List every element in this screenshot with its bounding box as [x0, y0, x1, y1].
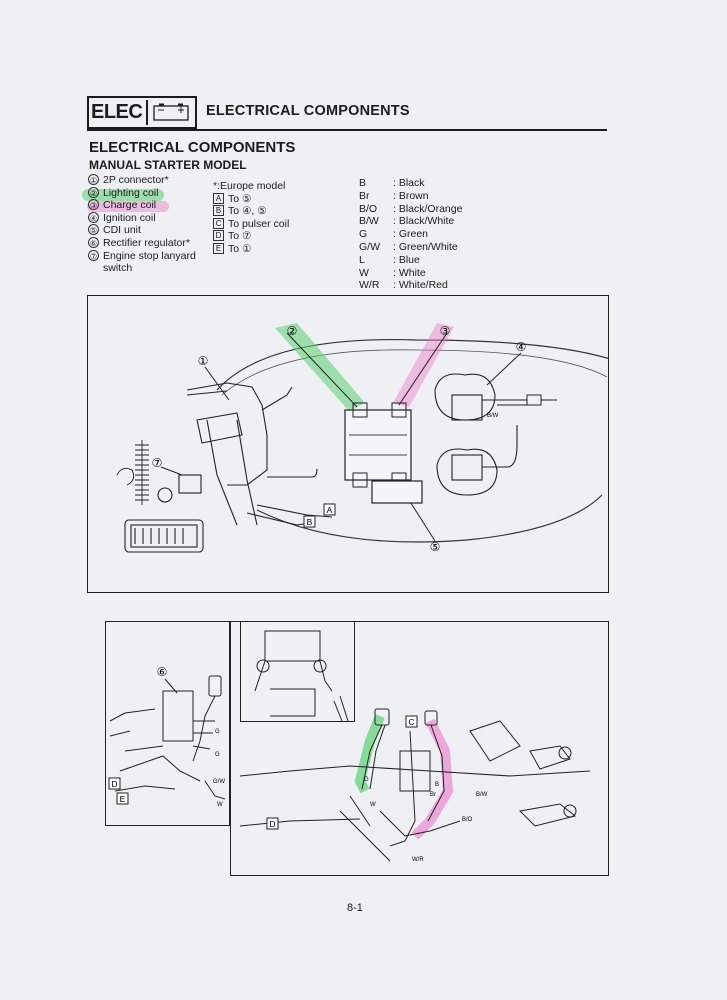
svg-text:E: E [120, 794, 126, 804]
inset-view-frame [240, 621, 355, 722]
top-diagram-frame [87, 295, 609, 593]
bottom-right-diagram-frame [230, 621, 609, 876]
top-wiring-diagram: A B ① ② ③ ④ ⑤ ⑦ B/W [116, 323, 609, 554]
ref-tag-e: E [116, 792, 129, 805]
cowling-outline [216, 339, 609, 391]
wire-label: G [364, 777, 369, 783]
ref-tag-c: C [405, 715, 418, 728]
tiller-handle [124, 519, 204, 553]
section-badge: ELEC [87, 96, 197, 129]
header-divider [87, 129, 607, 131]
svg-text:D: D [269, 819, 275, 829]
coil-wiring-diagram: C D G W B Br B/W B/O W/R [239, 630, 591, 863]
list-item: G: Green [359, 228, 429, 241]
ref-tag-d: D [266, 817, 279, 830]
list-item: G/W: Green/White [359, 240, 458, 253]
svg-text:A: A [327, 505, 333, 515]
svg-text:C: C [408, 717, 414, 727]
cdi-unit [371, 480, 423, 504]
svg-text:B: B [307, 517, 313, 527]
callout-6: ⑥ [157, 665, 168, 679]
green-highlight [82, 189, 164, 201]
pink-highlight [87, 201, 169, 212]
bottom-left-diagram-frame [105, 621, 230, 826]
svg-text:D: D [111, 779, 117, 789]
callout-5: ⑤ [430, 540, 441, 554]
list-item: B: Black [359, 177, 425, 189]
list-item-continuation: switch [103, 262, 133, 275]
page-title: ELECTRICAL COMPONENTS [89, 139, 296, 156]
wire-label: G/W [213, 779, 225, 785]
green-highlight [275, 323, 365, 411]
page-subtitle: MANUAL STARTER MODEL [89, 158, 247, 172]
engine-stop-switch [157, 412, 243, 503]
rectifier-wiring-diagram: D E ⑥ G G G/W W [108, 665, 225, 808]
pink-highlight [393, 323, 454, 407]
list-item: W: White [359, 266, 426, 279]
wire-label: W [217, 802, 223, 808]
list-item: W/R: White/Red [359, 279, 448, 292]
wiring-harness [186, 382, 333, 526]
lanyard-cord [116, 440, 149, 505]
wire-label: B/W [487, 413, 499, 419]
ignition-coil [469, 720, 521, 762]
inset-view [254, 630, 349, 722]
ref-tag-a: A [323, 503, 336, 516]
ref-tag-b: B [303, 515, 316, 528]
wire-label: Br [430, 792, 436, 798]
wire-label: B/W [476, 792, 488, 798]
page-number: 8-1 [347, 902, 363, 914]
footnote: *:Europe model [213, 180, 286, 192]
spark-plug-cap [526, 394, 557, 406]
callout-1: ① [198, 354, 209, 368]
green-highlight [354, 714, 385, 794]
section-code: ELEC [91, 101, 143, 123]
list-item: B/O: Black/Orange [359, 202, 463, 215]
wire-label: B [435, 782, 439, 788]
callout-3: ③ [440, 324, 451, 338]
callout-2: ② [287, 324, 298, 338]
ignition-coil [434, 373, 532, 496]
list-item: B/W: Black/White [359, 215, 455, 228]
wire-label: B/O [462, 817, 473, 823]
pink-highlight [411, 718, 454, 840]
wire-label: W [370, 802, 376, 808]
wire-color-legend: B: Black Br: Brown B/O: Black/Orange B/W… [359, 177, 462, 292]
section-title: ELECTRICAL COMPONENTS [206, 103, 410, 119]
rectifier-connector [208, 675, 222, 697]
rectifier-regulator [162, 690, 194, 742]
ref-tag-d: D [108, 777, 121, 790]
lighting-charge-coil [344, 409, 412, 481]
battery-icon [146, 100, 194, 125]
callout-4: ④ [516, 340, 527, 354]
callout-7: ⑦ [152, 456, 163, 470]
list-item: L: Blue [359, 253, 420, 266]
wire-label: G [215, 729, 220, 735]
wire-label: G [215, 752, 220, 758]
wire-label: W/R [412, 857, 424, 863]
list-item: Br: Brown [359, 189, 429, 202]
